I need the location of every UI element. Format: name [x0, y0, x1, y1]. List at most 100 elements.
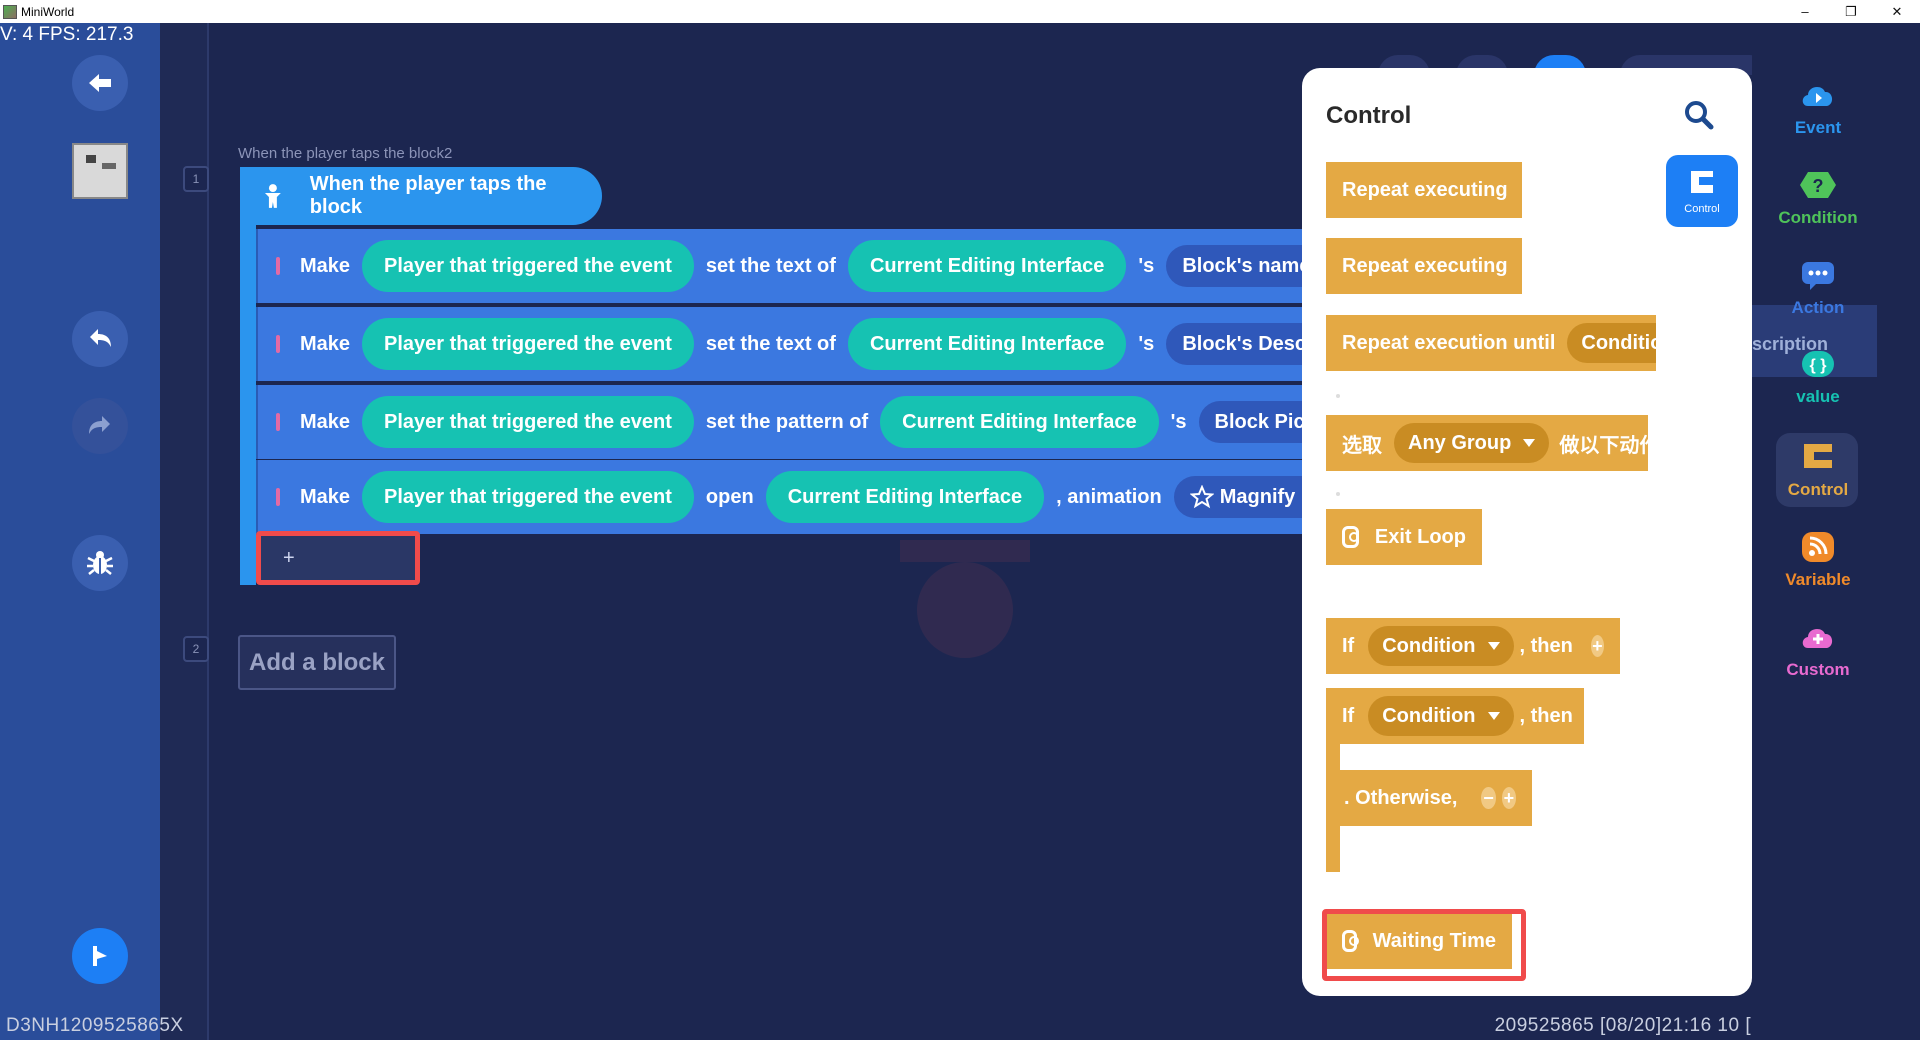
event-block[interactable]: When the player taps the block	[240, 167, 602, 225]
run-button[interactable]	[72, 928, 128, 984]
action-chat-icon	[1802, 262, 1834, 290]
possessive-label: 's	[1170, 410, 1187, 433]
block-waiting-time[interactable]: Waiting Time	[1326, 913, 1512, 969]
player-pill[interactable]: Player that triggered the event	[362, 471, 694, 523]
category-condition[interactable]: ? Condition	[1770, 168, 1866, 228]
add-action-slot[interactable]: +	[256, 531, 420, 585]
verb-label: set the pattern of	[705, 410, 869, 433]
highlight-waiting-time	[1322, 909, 1526, 981]
block-select-group[interactable]: 选取 Any Group 做以下动作	[1326, 415, 1659, 471]
condition-dropdown[interactable]: Condition	[1368, 626, 1514, 666]
palette-tab-control[interactable]: Control	[1666, 155, 1738, 227]
player-pill[interactable]: Player that triggered the event	[362, 318, 694, 370]
category-action[interactable]: Action	[1770, 258, 1866, 318]
action-row-2[interactable]: Make Player that triggered the event set…	[256, 307, 1302, 381]
category-control[interactable]: Control	[1770, 440, 1866, 500]
category-variable[interactable]: Variable	[1770, 530, 1866, 590]
bug-icon	[87, 551, 113, 575]
action-row-1[interactable]: Make Player that triggered the event set…	[256, 229, 1302, 303]
condition-hex-icon: ?	[1800, 172, 1836, 198]
timer-icon	[1342, 930, 1359, 952]
back-button[interactable]	[72, 55, 128, 111]
event-cloud-icon	[1802, 86, 1833, 106]
event-rail	[240, 225, 256, 585]
block-otherwise[interactable]: . Otherwise, − +	[1326, 770, 1532, 826]
make-label: Make	[300, 332, 351, 355]
minus-icon[interactable]: −	[1481, 787, 1496, 809]
target-pill[interactable]: Current Editing Interface	[847, 240, 1127, 292]
ui-action-icon	[276, 257, 280, 275]
watermark-mascot-icon	[900, 540, 1030, 658]
undo-icon	[90, 329, 111, 347]
play-flag-icon	[93, 946, 107, 966]
search-icon[interactable]	[1684, 100, 1714, 130]
category-label: Variable	[1785, 570, 1851, 589]
block-thumbnail[interactable]	[72, 143, 128, 199]
player-icon	[264, 184, 281, 208]
debug-button[interactable]	[72, 535, 128, 591]
possessive-label: 's	[1138, 332, 1155, 355]
if-block-arm	[1326, 744, 1340, 770]
minimize-button[interactable]: –	[1801, 4, 1809, 19]
field-dropdown[interactable]: Block's name	[1166, 245, 1302, 287]
make-label: Make	[300, 254, 351, 277]
block-if-then[interactable]: If Condition , then +	[1326, 618, 1620, 674]
condition-slot[interactable]: Conditio	[1567, 323, 1656, 363]
player-pill[interactable]: Player that triggered the event	[362, 240, 694, 292]
chevron-down-icon	[1523, 439, 1536, 447]
waiting-time-label: Waiting Time	[1372, 929, 1496, 952]
category-custom[interactable]: Custom	[1770, 620, 1866, 680]
step-number-2: 2	[183, 636, 209, 662]
otherwise-label: . Otherwise,	[1344, 786, 1458, 809]
group-dropdown[interactable]: Any Group	[1394, 423, 1550, 463]
add-block-button[interactable]: Add a block	[238, 635, 396, 690]
gutter-line	[207, 23, 209, 1040]
select-suffix-label: 做以下动作	[1559, 434, 1660, 457]
plus-icon[interactable]: +	[1590, 635, 1604, 657]
variable-rss-icon	[1802, 532, 1834, 562]
fps-readout: V: 4 FPS: 217.3	[0, 24, 134, 45]
control-block-icon	[1691, 171, 1713, 193]
animation-dropdown[interactable]: Magnify	[1173, 476, 1302, 518]
palette-tab-label: Control	[1684, 203, 1720, 215]
redo-button[interactable]	[72, 398, 128, 454]
restore-button[interactable]: ❐	[1845, 3, 1857, 19]
verb-label: open	[705, 485, 754, 508]
ui-action-icon	[276, 488, 280, 506]
window-title: MiniWorld	[21, 4, 75, 19]
close-button[interactable]: ✕	[1891, 3, 1903, 19]
category-value[interactable]: { } value	[1770, 347, 1866, 407]
separator-dot	[1336, 492, 1340, 496]
value-braces-icon: { }	[1802, 351, 1834, 377]
block-exit-loop[interactable]: Exit Loop	[1326, 509, 1482, 565]
action-row-4[interactable]: Make Player that triggered the event ope…	[256, 460, 1302, 534]
target-pill[interactable]: Current Editing Interface	[847, 318, 1127, 370]
select-prefix-label: 选取	[1342, 434, 1382, 457]
undo-button[interactable]	[72, 311, 128, 367]
block-repeat-until[interactable]: Repeat execution until Conditio	[1326, 315, 1656, 371]
category-event[interactable]: Event	[1770, 78, 1866, 138]
player-pill[interactable]: Player that triggered the event	[362, 396, 694, 448]
action-row-3[interactable]: Make Player that triggered the event set…	[256, 385, 1302, 459]
field-dropdown[interactable]: Block Picture	[1198, 401, 1302, 443]
block-if-then-else[interactable]: If Condition , then	[1326, 688, 1584, 744]
plus-icon[interactable]: +	[1501, 787, 1516, 809]
category-label: Condition	[1778, 208, 1858, 227]
target-pill[interactable]: Current Editing Interface	[880, 396, 1159, 448]
target-pill[interactable]: Current Editing Interface	[765, 471, 1045, 523]
field-dropdown-label: Block's Descripti	[1182, 332, 1302, 355]
block-repeat-executing-1[interactable]: Repeat executing	[1326, 162, 1522, 218]
block-repeat-executing-2[interactable]: Repeat executing	[1326, 238, 1522, 294]
separator-dot	[1336, 394, 1340, 398]
category-label: Control	[1787, 480, 1849, 499]
field-dropdown[interactable]: Block's Descripti	[1166, 323, 1302, 365]
behind-panel-text: scription	[1752, 334, 1829, 354]
field-dropdown-label: Block's name	[1182, 254, 1302, 277]
make-label: Make	[300, 410, 351, 433]
make-label: Make	[300, 485, 351, 508]
exit-loop-label: Exit Loop	[1374, 525, 1466, 548]
control-block-icon	[1804, 444, 1832, 468]
chevron-down-icon	[1487, 642, 1500, 650]
arrow-left-icon	[89, 74, 111, 92]
condition-dropdown[interactable]: Condition	[1368, 696, 1514, 736]
